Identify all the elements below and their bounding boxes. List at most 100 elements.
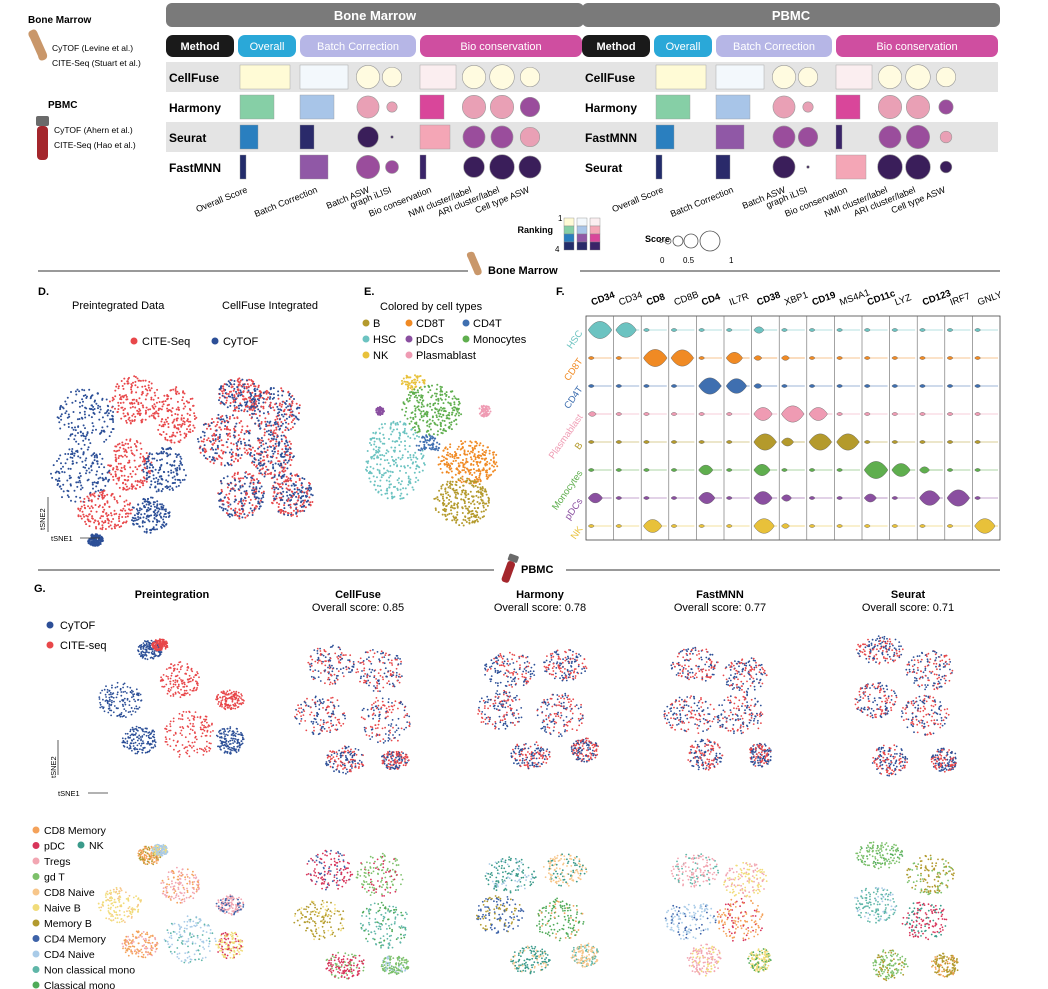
tsne-point [231,394,234,397]
tsne-point [157,415,160,418]
tsne-point [95,473,98,476]
tsne-point [131,516,134,519]
tsne-point [445,492,447,495]
tsne-point [440,425,442,428]
tsne-point [68,448,71,451]
tsne-point [430,396,433,399]
tsne-point [131,506,134,509]
tsne-point [80,484,83,487]
method-name: FastMNN [585,131,637,145]
tsne-point [160,463,163,466]
tsne-point [100,515,103,518]
marker-label: CD8B [673,289,701,308]
tsne-point [470,450,473,453]
tsne-point [295,491,298,493]
tsne-point [434,402,437,405]
tsne-point [252,405,255,408]
tsne-point [279,427,281,430]
tsne-point [67,426,70,428]
tsne-point [123,500,126,503]
tsne-point [74,400,77,402]
tsne-point [264,417,267,420]
tsne-point [447,503,450,505]
tsne-point [265,389,268,392]
tsne-point [481,410,483,412]
tsne-point [366,466,369,469]
tsne-point [238,500,241,503]
tsne-point [211,458,213,461]
tsne-point [475,469,478,472]
tsne-point [298,479,301,482]
tsne-point [164,508,167,511]
tsne-point [98,466,101,469]
tsne-point [183,681,186,684]
tsne-point [383,442,386,445]
tsne-point [137,649,139,651]
tsne-point [444,510,446,513]
tsne-point [262,401,265,404]
tsne-point [181,693,184,696]
metric-circle [806,165,810,169]
tsne-point [101,491,103,493]
tsne-point [237,488,240,491]
tsne-point [228,381,231,384]
tsne-point [258,446,261,449]
tsne-point [451,390,454,393]
ranking-swatch [563,233,575,243]
tsne-point [95,526,97,528]
violin-shape [725,496,733,500]
tsne-point [274,418,277,421]
tsne-point [445,496,448,499]
tsne-point [130,386,133,389]
tsne-point [114,445,117,448]
tsne-point [284,426,287,429]
tsne-point [148,415,151,418]
tsne-point [136,377,139,380]
violin-shape [670,440,678,444]
tsne-point [174,388,177,390]
tsne-point [104,521,107,524]
tsne-point [277,463,280,466]
tsne-point [111,428,114,430]
tsne-point [400,440,403,443]
tsne-point [272,452,275,455]
tsne-point [391,440,394,443]
tsne-point [436,441,439,444]
legend-label: NK [373,350,389,362]
axis-label-tsne2: tSNE2 [38,508,47,530]
tsne-point [467,450,470,453]
tsne-point [125,499,128,502]
tsne-point [89,542,92,544]
tsne-point [83,501,86,503]
tsne-point [179,439,182,442]
tsne-point [444,457,447,460]
tsne-point [111,414,114,417]
panel-g-label: G. [34,583,46,595]
tsne-point [90,469,93,472]
tsne-point [90,500,93,503]
tsne-point [101,705,103,708]
tsne-point [224,425,227,427]
tsne-point [189,398,192,400]
tsne-point [58,472,61,475]
tsne-point [230,442,233,445]
metric-circle [489,95,514,120]
tsne-point [178,464,181,467]
tsne-point [150,469,153,472]
tsne-point [289,427,292,430]
tsne-point [133,419,136,421]
tsne-point [260,394,263,397]
violin-shape [891,384,899,388]
tsne-point [297,492,300,495]
tsne-point [147,500,150,503]
tsne-point [82,513,85,516]
tsne-point [447,396,450,398]
tsne-point [285,483,287,486]
metric-circle [385,160,399,174]
tsne-point [444,487,447,490]
tsne-point [243,410,246,413]
legend-label: CD8 Memory [44,825,107,837]
tsne-point [172,482,175,484]
tsne-point [75,393,78,396]
